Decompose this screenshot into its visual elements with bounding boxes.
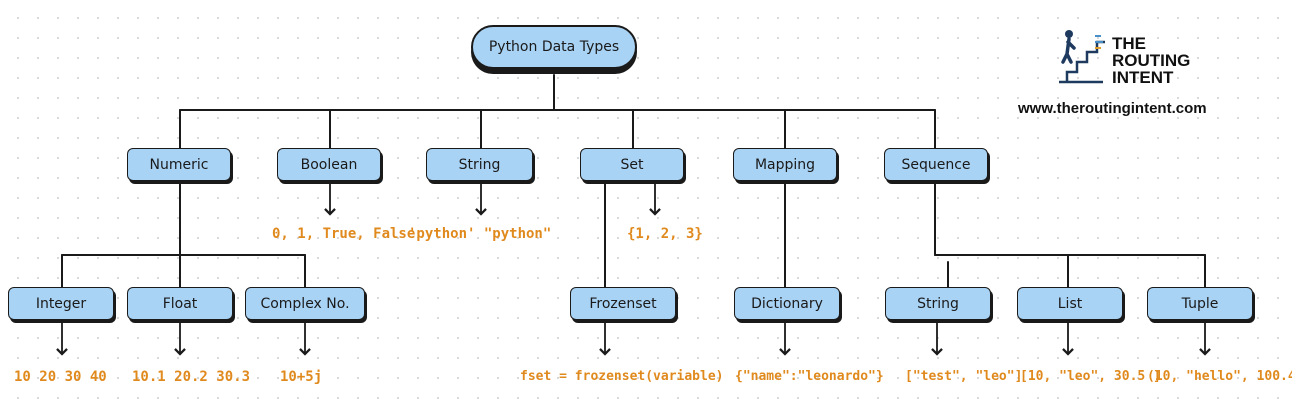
root-label: Python Data Types: [488, 39, 620, 55]
brand-url[interactable]: www.theroutingintent.com: [1018, 100, 1207, 117]
node-mapping: Mapping: [733, 148, 837, 181]
node-boolean: Boolean: [277, 148, 381, 181]
example-string: 'python' "python": [408, 226, 552, 242]
example-boolean: 0, 1, True, False: [272, 226, 416, 242]
brand-name: THE ROUTING INTENT: [1112, 34, 1191, 87]
node-string-seq: String: [885, 287, 991, 320]
example-complex: 10+5j: [280, 369, 323, 385]
node-complex: Complex No.: [245, 287, 365, 320]
example-string-seq: ["test", "leo"]: [905, 369, 1023, 384]
example-dictionary: {"name":"leonardo"}: [735, 369, 884, 384]
node-dictionary: Dictionary: [734, 287, 840, 320]
node-tuple: Tuple: [1147, 287, 1253, 320]
node-frozenset: Frozenset: [570, 287, 676, 320]
node-float: Float: [127, 287, 233, 320]
example-list: [10, "leo", 30.5 ]: [1020, 369, 1161, 384]
example-frozenset: fset = frozenset(variable): [520, 369, 724, 384]
example-tuple: (10, "hello", 100.4): [1147, 369, 1292, 384]
example-set: {1, 2, 3}: [627, 226, 703, 242]
node-set: Set: [580, 148, 684, 181]
stairs-logo-icon: [1059, 30, 1105, 84]
node-numeric: Numeric: [127, 148, 231, 181]
node-integer: Integer: [8, 287, 114, 320]
node-string: String: [426, 148, 533, 181]
node-list: List: [1017, 287, 1123, 320]
node-sequence: Sequence: [884, 148, 988, 181]
root-node: Python Data Types: [471, 25, 637, 69]
example-integer: 10 20 30 40: [14, 369, 107, 385]
example-float: 10.1 20.2 30.3: [132, 369, 251, 385]
